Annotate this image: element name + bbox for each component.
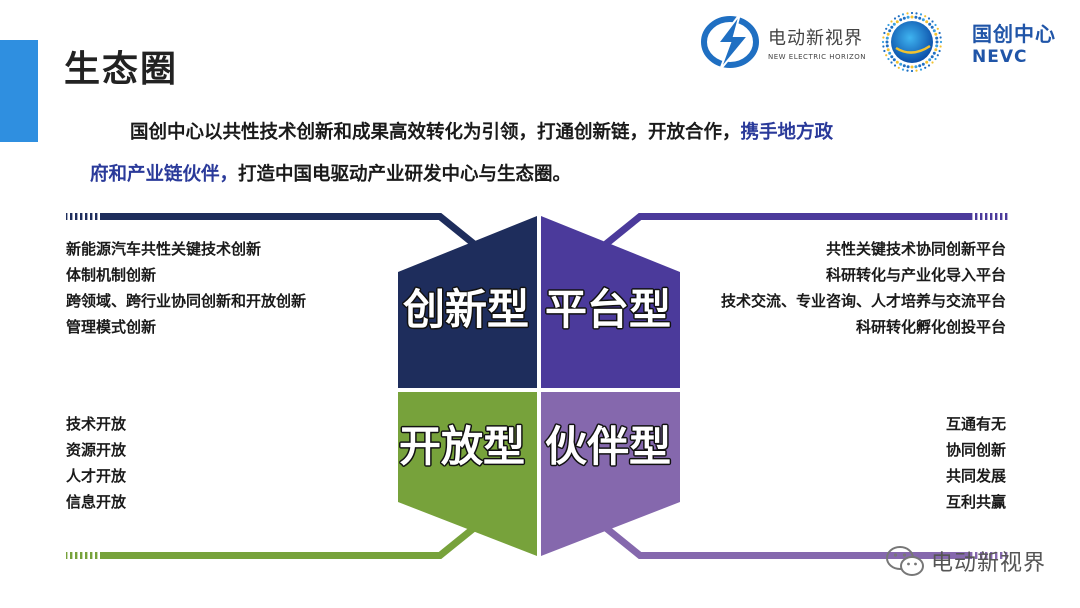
frame-top-left (66, 213, 477, 247)
innovation-list: 新能源汽车共性关键技术创新 体制机制创新 跨领域、跨行业协同创新和开放创新 管理… (66, 236, 306, 340)
partner-list: 互通有无 协同创新 共同发展 互利共赢 (946, 411, 1006, 515)
frame-bottom-left (66, 525, 477, 559)
list-item: 科研转化与产业化导入平台 (825, 266, 1006, 284)
list-item: 管理模式创新 (66, 318, 157, 336)
intro-line1-plain: 国创中心以共性技术创新和成果高效转化为引领，打通创新链，开放合作， (130, 122, 741, 143)
label-platform: 平台型 (545, 285, 671, 334)
label-innovation: 创新型 (403, 285, 529, 334)
quadrant-innovation (398, 216, 537, 388)
watermark: 电动新视界 (885, 544, 1046, 578)
quadrant-open (398, 392, 537, 556)
list-item: 共同发展 (945, 467, 1006, 485)
nevc-logo: 国创中心 NEVC (878, 12, 1056, 72)
list-item: 互通有无 (945, 415, 1006, 433)
list-item: 互利共赢 (945, 493, 1006, 511)
list-item: 人才开放 (66, 467, 127, 485)
intro-line1-highlight: 携手地方政 (740, 122, 834, 143)
list-item: 体制机制创新 (66, 266, 157, 284)
accent-bar (0, 40, 38, 142)
intro-line2-highlight: 府和产业链伙伴， (90, 164, 239, 185)
list-item: 科研转化孵化创投平台 (855, 318, 1006, 336)
brand1-cn: 电动新视界 (768, 27, 863, 49)
new-electric-horizon-logo: 电动新视界 NEW ELECTRIC HORIZON (696, 12, 866, 72)
platform-list: 共性关键技术协同创新平台 科研转化与产业化导入平台 技术交流、专业咨询、人才培养… (721, 236, 1006, 340)
wechat-icon (885, 546, 924, 576)
brand1-en: NEW ELECTRIC HORIZON (768, 52, 866, 61)
list-item: 新能源汽车共性关键技术创新 (66, 240, 262, 258)
list-item: 资源开放 (66, 441, 127, 459)
intro-line2-plain: 打造中国电驱动产业研发中心与生态圈。 (238, 164, 572, 185)
brand2-cn: 国创中心 (972, 21, 1056, 46)
list-item: 跨领域、跨行业协同创新和开放创新 (66, 292, 307, 310)
list-item: 信息开放 (66, 493, 127, 511)
list-item: 协同创新 (945, 441, 1006, 459)
lightning-logo-icon (701, 13, 759, 71)
label-open: 开放型 (399, 422, 525, 471)
watermark-text: 电动新视界 (930, 551, 1046, 576)
quadrant-partner (541, 392, 680, 556)
open-list: 技术开放 资源开放 人才开放 信息开放 (66, 411, 126, 515)
quadrant-platform (541, 216, 680, 388)
list-item: 技术开放 (66, 415, 127, 433)
logo-group: 电动新视界 NEW ELECTRIC HORIZON 国创中心 NEVC (696, 12, 1056, 72)
brand2-en: NEVC (972, 46, 1028, 67)
page-title: 生态圈 (64, 49, 179, 90)
frame-top-right (603, 213, 1008, 247)
list-item: 技术交流、专业咨询、人才培养与交流平台 (720, 292, 1006, 310)
list-item: 共性关键技术协同创新平台 (825, 240, 1006, 258)
label-partner: 伙伴型 (545, 422, 671, 471)
globe-logo-icon (881, 12, 943, 72)
frame-bottom-right (603, 525, 1008, 559)
intro-paragraph: 国创中心以共性技术创新和成果高效转化为引领，打通创新链，开放合作，携手地方政 府… (90, 112, 1010, 196)
